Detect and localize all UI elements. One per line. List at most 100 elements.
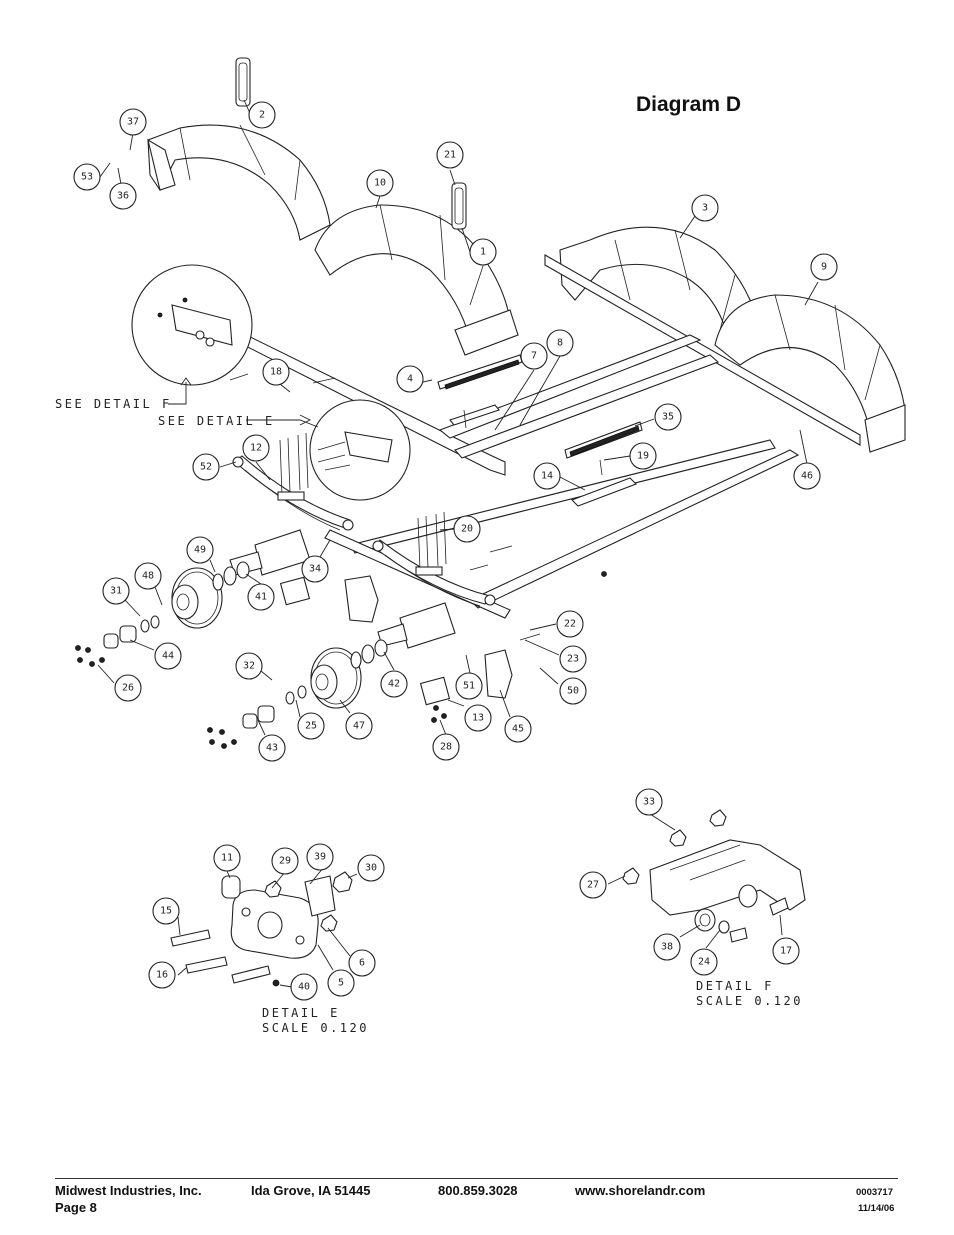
detail-e-title: DETAIL E [262, 1006, 340, 1020]
callout-circle [469, 238, 497, 266]
callout-5: 5 [327, 969, 355, 997]
callout-circle [119, 108, 147, 136]
callout-number: 48 [142, 571, 154, 582]
callout-number: 38 [661, 942, 673, 953]
callout-circle [559, 645, 587, 673]
detail-e-scale: SCALE 0.120 [262, 1021, 369, 1035]
callout-number: 1 [480, 247, 486, 258]
fender-front-left [147, 124, 331, 241]
caliper-mounts [279, 575, 513, 706]
callout-number: 14 [541, 471, 553, 482]
callout-45: 45 [504, 715, 532, 743]
callout-circle [559, 677, 587, 705]
rotor-rear-47 [310, 647, 362, 709]
callout-number: 8 [557, 338, 563, 349]
callout-29: 29 [271, 847, 299, 875]
bearings-seals [140, 561, 388, 705]
callout-number: 13 [472, 713, 484, 724]
callout-number: 33 [643, 797, 655, 808]
callout-22: 22 [556, 610, 584, 638]
callout-number: 49 [194, 545, 206, 556]
callout-47: 47 [345, 712, 373, 740]
fender-front-right [314, 204, 519, 356]
callout-circle [192, 453, 220, 481]
callout-circle [455, 672, 483, 700]
callout-number: 41 [255, 592, 267, 603]
footer-page: Page 8 [55, 1200, 97, 1215]
callout-51: 51 [455, 672, 483, 700]
callout-number: 27 [587, 880, 599, 891]
callout-24: 24 [690, 948, 718, 976]
callout-circle [690, 948, 718, 976]
callout-leaders [97, 99, 819, 988]
dust-caps [103, 625, 275, 729]
callout-number: 4 [407, 374, 413, 385]
callout-circle [691, 194, 719, 222]
callout-38: 38 [653, 933, 681, 961]
callout-number: 12 [250, 443, 262, 454]
callout-number: 22 [564, 619, 576, 630]
callout-circle [301, 555, 329, 583]
callout-circle [396, 365, 424, 393]
detail-e-inset [309, 399, 411, 501]
callout-circle [297, 712, 325, 740]
callout-number: 45 [512, 724, 524, 735]
callout-35: 35 [654, 403, 682, 431]
callout-circle [152, 897, 180, 925]
callout-circle [134, 562, 162, 590]
spindle-rear [377, 602, 456, 649]
callout-number: 43 [266, 743, 278, 754]
callout-14: 14 [533, 462, 561, 490]
callout-number: 18 [270, 367, 282, 378]
callout-circle [579, 871, 607, 899]
callout-circle [248, 101, 276, 129]
callout-number: 11 [221, 853, 233, 864]
callout-circle [357, 854, 385, 882]
callout-number: 6 [359, 958, 365, 969]
callout-circle [556, 610, 584, 638]
detail-f-scale: SCALE 0.120 [696, 994, 803, 1008]
callout-circle [154, 642, 182, 670]
fender-rear-right [714, 294, 906, 453]
callout-circle [366, 169, 394, 197]
u-bolts-12 [277, 432, 309, 501]
callout-52: 52 [192, 453, 220, 481]
footer-date: 11/14/06 [858, 1203, 895, 1214]
callout-6: 6 [348, 949, 376, 977]
callout-48: 48 [134, 562, 162, 590]
callout-30: 30 [357, 854, 385, 882]
callout-number: 9 [821, 262, 827, 273]
callout-46: 46 [793, 462, 821, 490]
callout-28: 28 [432, 733, 460, 761]
callout-16: 16 [148, 961, 176, 989]
footer-website[interactable]: www.shorelandr.com [575, 1183, 706, 1198]
callout-19: 19 [629, 442, 657, 470]
callout-12: 12 [242, 434, 270, 462]
callout-32: 32 [235, 652, 263, 680]
callout-53: 53 [73, 163, 101, 191]
callout-21: 21 [436, 141, 464, 169]
callout-50: 50 [559, 677, 587, 705]
callout-number: 34 [309, 564, 321, 575]
callout-number: 32 [243, 661, 255, 672]
callout-circle [109, 182, 137, 210]
page-title: Diagram D [636, 93, 742, 116]
callout-25: 25 [297, 712, 325, 740]
callout-number: 10 [374, 178, 386, 189]
callout-number: 44 [162, 651, 174, 662]
callout-circle [635, 788, 663, 816]
callout-circle [235, 652, 263, 680]
callout-circle [73, 163, 101, 191]
leaf-spring-rear [372, 539, 496, 607]
footer-location: Ida Grove, IA 51445 [251, 1183, 371, 1198]
callout-17: 17 [772, 937, 800, 965]
callout-circle [504, 715, 532, 743]
footer-phone: 800.859.3028 [438, 1183, 518, 1198]
detail-leaders [168, 377, 319, 428]
callout-circle [345, 712, 373, 740]
callout-circle [213, 844, 241, 872]
callout-number: 24 [698, 957, 710, 968]
callout-26: 26 [114, 674, 142, 702]
callout-number: 39 [314, 852, 326, 863]
callout-number: 29 [279, 856, 291, 867]
